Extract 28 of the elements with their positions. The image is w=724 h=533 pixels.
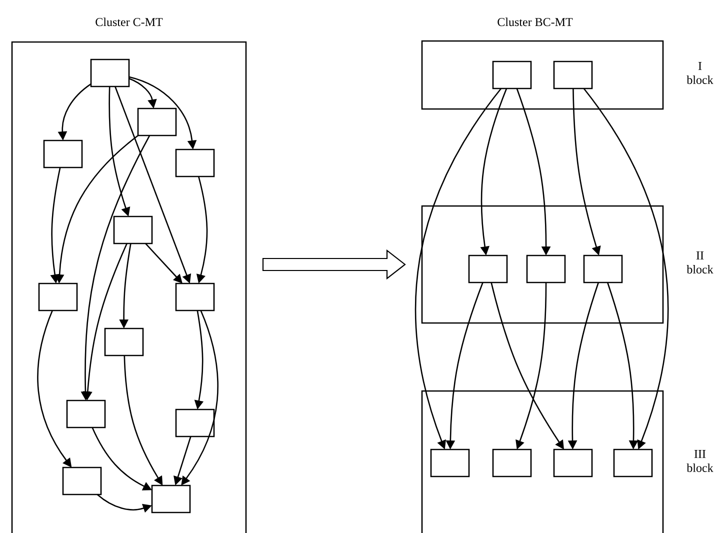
box bbox=[492, 448, 532, 478]
box bbox=[492, 60, 532, 90]
box bbox=[137, 108, 177, 136]
box bbox=[104, 328, 144, 356]
box bbox=[62, 466, 102, 496]
box bbox=[38, 282, 78, 312]
box bbox=[430, 448, 470, 478]
arrow bbox=[145, 243, 182, 284]
cluster-title: Cluster C-MT bbox=[96, 18, 163, 26]
hollow-arrow bbox=[262, 249, 406, 280]
box bbox=[468, 254, 508, 284]
box bbox=[113, 216, 153, 244]
box bbox=[613, 448, 653, 478]
box bbox=[553, 448, 593, 478]
box bbox=[583, 254, 623, 284]
box bbox=[43, 140, 83, 168]
box bbox=[66, 400, 106, 428]
cluster-title: Cluster BC-MT bbox=[498, 18, 573, 26]
block-label: III block bbox=[686, 450, 714, 472]
block-label: II block bbox=[686, 252, 714, 274]
box bbox=[553, 60, 593, 90]
box bbox=[175, 408, 215, 438]
block-label: I block bbox=[686, 62, 714, 84]
box bbox=[175, 282, 215, 312]
box bbox=[90, 58, 130, 88]
box bbox=[526, 254, 566, 284]
box bbox=[151, 484, 191, 514]
box bbox=[175, 148, 215, 178]
